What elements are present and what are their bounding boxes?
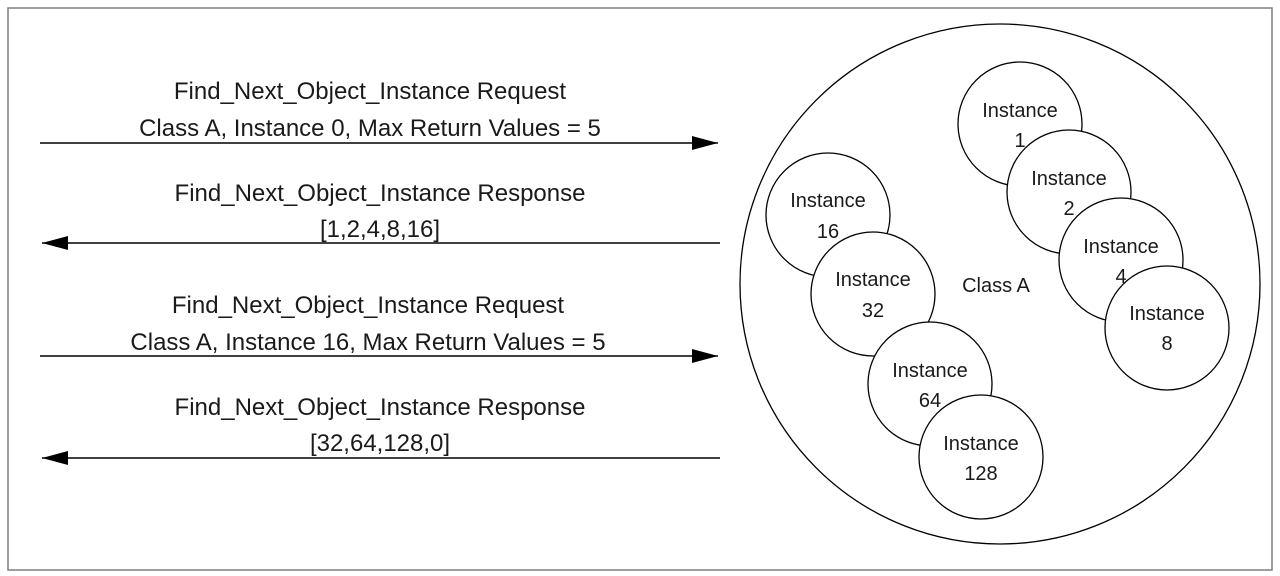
message-response-1: Find_Next_Object_Instance Response [1,2,… bbox=[42, 180, 720, 250]
instance-number: 4 bbox=[1115, 266, 1126, 288]
message-response-2: Find_Next_Object_Instance Response [32,6… bbox=[42, 394, 720, 465]
instance-circle bbox=[810, 231, 936, 357]
instance-word: Instance bbox=[943, 433, 1019, 455]
instance-number: 1 bbox=[1014, 130, 1025, 152]
message-detail: Class A, Instance 0, Max Return Values =… bbox=[139, 115, 601, 142]
instance-word: Instance bbox=[892, 360, 968, 382]
instance-number: 16 bbox=[817, 221, 839, 243]
message-title: Find_Next_Object_Instance Request bbox=[172, 292, 565, 319]
message-title: Find_Next_Object_Instance Response bbox=[175, 394, 586, 421]
instance-circle bbox=[918, 394, 1044, 520]
message-title: Find_Next_Object_Instance Response bbox=[175, 180, 586, 207]
message-title: Find_Next_Object_Instance Request bbox=[174, 78, 567, 105]
instance-word: Instance bbox=[790, 190, 866, 212]
instance-word: Instance bbox=[982, 100, 1058, 122]
instance-word: Instance bbox=[1129, 303, 1205, 325]
message-detail: [1,2,4,8,16] bbox=[320, 216, 440, 243]
class-circle bbox=[739, 23, 1261, 545]
diagram-border bbox=[7, 7, 1273, 571]
instance-word: Instance bbox=[1083, 236, 1159, 258]
message-request-1: Find_Next_Object_Instance Request Class … bbox=[40, 78, 718, 150]
instance-circle bbox=[1104, 265, 1230, 391]
instance-node-128: Instance 128 bbox=[918, 394, 1044, 520]
instance-number: 2 bbox=[1063, 198, 1074, 220]
instance-number: 128 bbox=[964, 463, 997, 485]
instance-word: Instance bbox=[1031, 168, 1107, 190]
message-detail: [32,64,128,0] bbox=[310, 430, 450, 457]
instance-number: 8 bbox=[1161, 333, 1172, 355]
instance-node-32: Instance 32 bbox=[810, 231, 936, 357]
message-detail: Class A, Instance 16, Max Return Values … bbox=[130, 329, 605, 356]
instance-number: 64 bbox=[919, 390, 941, 412]
class-container: Class A bbox=[739, 23, 1261, 545]
instance-word: Instance bbox=[835, 269, 911, 291]
class-label: Class A bbox=[962, 275, 1030, 297]
message-request-2: Find_Next_Object_Instance Request Class … bbox=[40, 292, 718, 363]
instance-number: 32 bbox=[862, 300, 884, 322]
instance-node-8: Instance 8 bbox=[1104, 265, 1230, 391]
